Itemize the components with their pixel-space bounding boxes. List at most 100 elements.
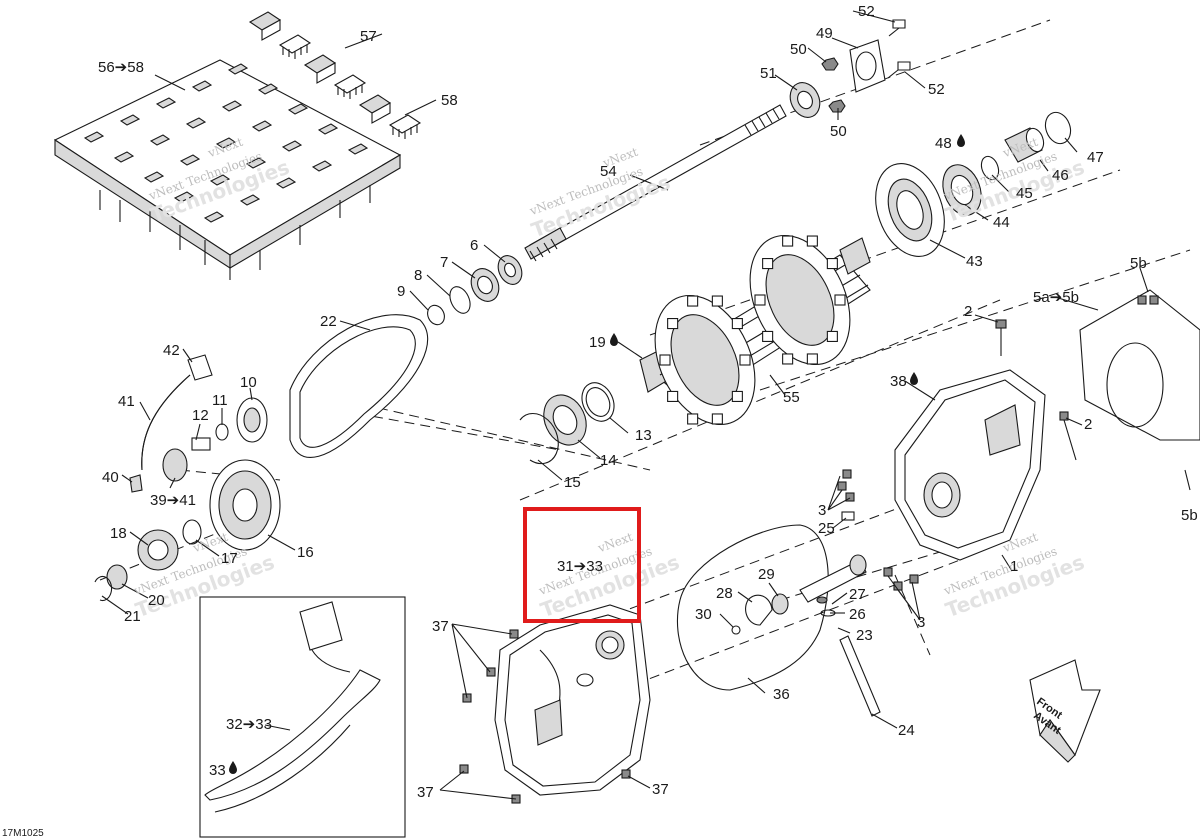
callout-55: 55 (783, 389, 800, 406)
callout-46: 46 (1052, 167, 1069, 184)
grid-slider-block (275, 177, 297, 189)
callout-57: 57 (360, 28, 377, 45)
callout-18: 18 (110, 525, 127, 542)
sprocket-tooth (806, 235, 818, 247)
callout-22: 22 (320, 313, 337, 330)
callout-15: 15 (564, 474, 581, 491)
sprocket-bearings (519, 382, 615, 465)
sprocket-tooth (711, 413, 723, 425)
callout-50-top: 50 (790, 41, 807, 58)
callout-56-58: 56➔58 (98, 59, 144, 76)
callout-20: 20 (148, 592, 165, 609)
callout-12: 12 (192, 407, 209, 424)
callout-25: 25 (818, 520, 835, 537)
callout-31-33: 31➔33 (557, 558, 603, 575)
callout-28: 28 (716, 585, 733, 602)
sprocket-tooth (806, 353, 818, 365)
grid-slider-block (245, 157, 267, 169)
grid-slider-block (239, 194, 261, 206)
callout-44: 44 (993, 214, 1010, 231)
sprocket-tooth (687, 413, 699, 425)
callout-36: 36 (773, 686, 790, 703)
callout-8: 8 (414, 267, 422, 284)
oil-drop-icon (229, 761, 237, 774)
callout-37-bottom-right: 37 (652, 781, 669, 798)
callout-5b-top: 5b (1130, 255, 1147, 272)
callout-37-top: 37 (432, 618, 449, 635)
oil-drop-icons (229, 134, 965, 774)
callout-33: 33 (209, 762, 226, 779)
grid-slider-block (143, 171, 165, 183)
sprocket-tooth (711, 295, 723, 307)
callout-52-right: 52 (928, 81, 945, 98)
nuts (821, 57, 846, 113)
callout-37-bottom-left: 37 (417, 784, 434, 801)
callout-24: 24 (898, 722, 915, 739)
grid-slider-block (281, 140, 303, 152)
bolts-upper (887, 19, 911, 79)
callout-2-top: 2 (964, 303, 972, 320)
callout-29: 29 (758, 566, 775, 583)
grid-slider-block (191, 80, 213, 92)
front-direction-arrow: Front Avant (1029, 659, 1101, 763)
grid-slider-block (113, 151, 135, 163)
callout-47: 47 (1087, 149, 1104, 166)
callout-10: 10 (240, 374, 257, 391)
oil-drop-icon (957, 134, 965, 147)
sprocket-tooth (667, 318, 679, 330)
sprocket-tooth (739, 354, 751, 366)
callout-58: 58 (441, 92, 458, 109)
callout-7: 7 (440, 254, 448, 271)
callout-16: 16 (297, 544, 314, 561)
callout-14: 14 (600, 452, 617, 469)
grid-slider-block (83, 131, 105, 143)
grid-slider-block (209, 174, 231, 186)
callout-30: 30 (695, 606, 712, 623)
callout-50-bottom: 50 (830, 123, 847, 140)
side-flange-set (875, 111, 1072, 257)
sprocket-tooth (782, 353, 794, 365)
drive-shaft (524, 104, 787, 262)
oil-drop-icon (910, 372, 918, 385)
sensor-inset-box (199, 596, 406, 838)
drive-belt (289, 314, 429, 458)
sprocket-tooth (826, 330, 838, 342)
callout-1: 1 (1010, 558, 1018, 575)
oil-drop-icon (610, 333, 618, 346)
callout-43: 43 (966, 253, 983, 270)
callout-5a-5b: 5a➔5b (1033, 289, 1079, 306)
grid-slider-block (311, 160, 333, 172)
sprocket-tooth (762, 258, 774, 270)
grid-slider-block (257, 83, 279, 95)
callout-5b-right: 5b (1181, 507, 1198, 524)
grid-slider-block (221, 100, 243, 112)
grid-slider-block (173, 191, 195, 203)
callout-26: 26 (849, 606, 866, 623)
grid-slider-block (317, 123, 339, 135)
lower-bearings (427, 255, 523, 326)
callout-41: 41 (118, 393, 135, 410)
grid-slider-block (287, 103, 309, 115)
drive-sprocket-assembly (639, 234, 871, 426)
sprocket-tooth (667, 390, 679, 402)
grid-slider-block (185, 117, 207, 129)
bearing-upper (789, 82, 821, 118)
callout-23: 23 (856, 627, 873, 644)
grid-slider-block (347, 143, 369, 155)
callout-42: 42 (163, 342, 180, 359)
track-slider-grid (53, 59, 402, 280)
case-bolts (837, 295, 1159, 591)
callout-51: 51 (760, 65, 777, 82)
callout-9: 9 (397, 283, 405, 300)
callout-52-top: 52 (858, 3, 875, 20)
sprocket-tooth (754, 294, 766, 306)
grid-slider-block (251, 120, 273, 132)
callout-27: 27 (849, 586, 866, 603)
tensioner-parts (731, 554, 881, 717)
grid-slider-block (119, 114, 141, 126)
chaincase-housing (894, 369, 1046, 561)
callout-54: 54 (600, 163, 617, 180)
track-clips (248, 11, 422, 139)
sprocket-tooth (782, 235, 794, 247)
